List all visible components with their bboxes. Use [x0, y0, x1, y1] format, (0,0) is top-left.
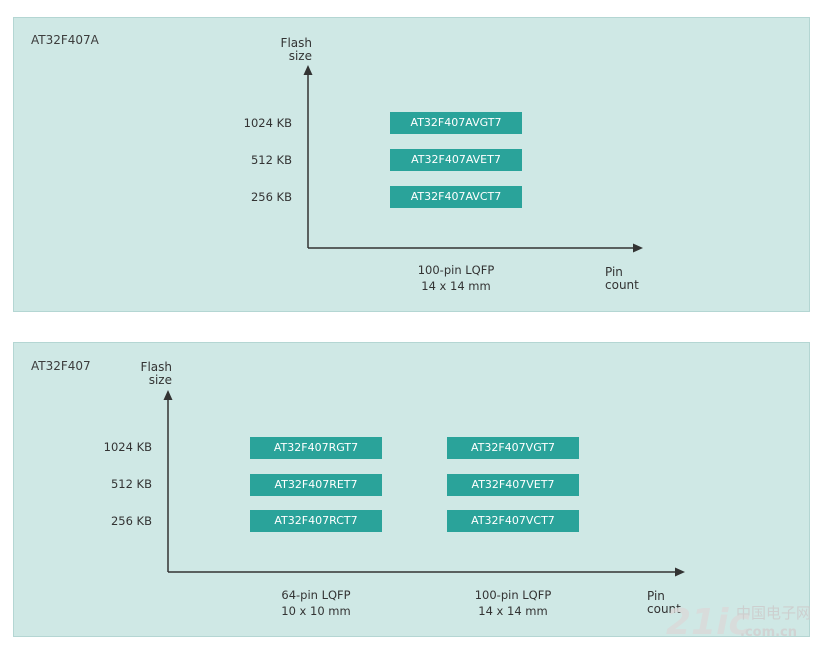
part-chip: AT32F407VGT7 [447, 437, 579, 459]
flash-size-label: 1024 KB [103, 440, 152, 454]
part-chip: AT32F407AVET7 [390, 149, 522, 171]
part-chip: AT32F407VET7 [447, 474, 579, 496]
y-axis-label: Flash size [280, 36, 312, 63]
axes-panel-1 [303, 65, 643, 253]
x-axis-label: Pin count [647, 589, 681, 616]
panel-title: AT32F407A [31, 33, 99, 47]
x-axis-arrowhead [675, 567, 685, 577]
y-axis-arrowhead [163, 390, 173, 400]
watermark-logo: 21ic 中国电子网 .com.cn [666, 602, 811, 642]
flash-size-label: 1024 KB [243, 116, 292, 130]
watermark-logo-text: 21ic [666, 602, 750, 642]
flash-size-label: 256 KB [110, 514, 152, 528]
part-chip: AT32F407RGT7 [250, 437, 382, 459]
x-axis-arrowhead [633, 243, 643, 253]
part-chip: AT32F407RCT7 [250, 510, 382, 532]
watermark-domain-text: .com.cn [740, 625, 797, 640]
part-chip: AT32F407RET7 [250, 474, 382, 496]
part-chip: AT32F407VCT7 [447, 510, 579, 532]
package-label: 64-pin LQFP 10 x 10 mm [281, 588, 351, 618]
flash-size-label: 512 KB [250, 153, 292, 167]
x-axis-label: Pin count [605, 265, 639, 292]
panel-at32f407: AT32F407 [13, 342, 810, 637]
part-chip: AT32F407AVGT7 [390, 112, 522, 134]
panel-title: AT32F407 [31, 359, 91, 373]
flash-size-label: 256 KB [250, 190, 292, 204]
package-label: 100-pin LQFP 14 x 14 mm [417, 263, 495, 293]
watermark-cn-text: 中国电子网 [736, 604, 811, 622]
y-axis-label: Flash size [140, 360, 172, 387]
part-chip: AT32F407AVCT7 [390, 186, 522, 208]
package-label: 100-pin LQFP 14 x 14 mm [474, 588, 552, 618]
y-axis-arrowhead [303, 65, 313, 75]
axes-panel-2 [163, 390, 685, 577]
flash-size-label: 512 KB [110, 477, 152, 491]
